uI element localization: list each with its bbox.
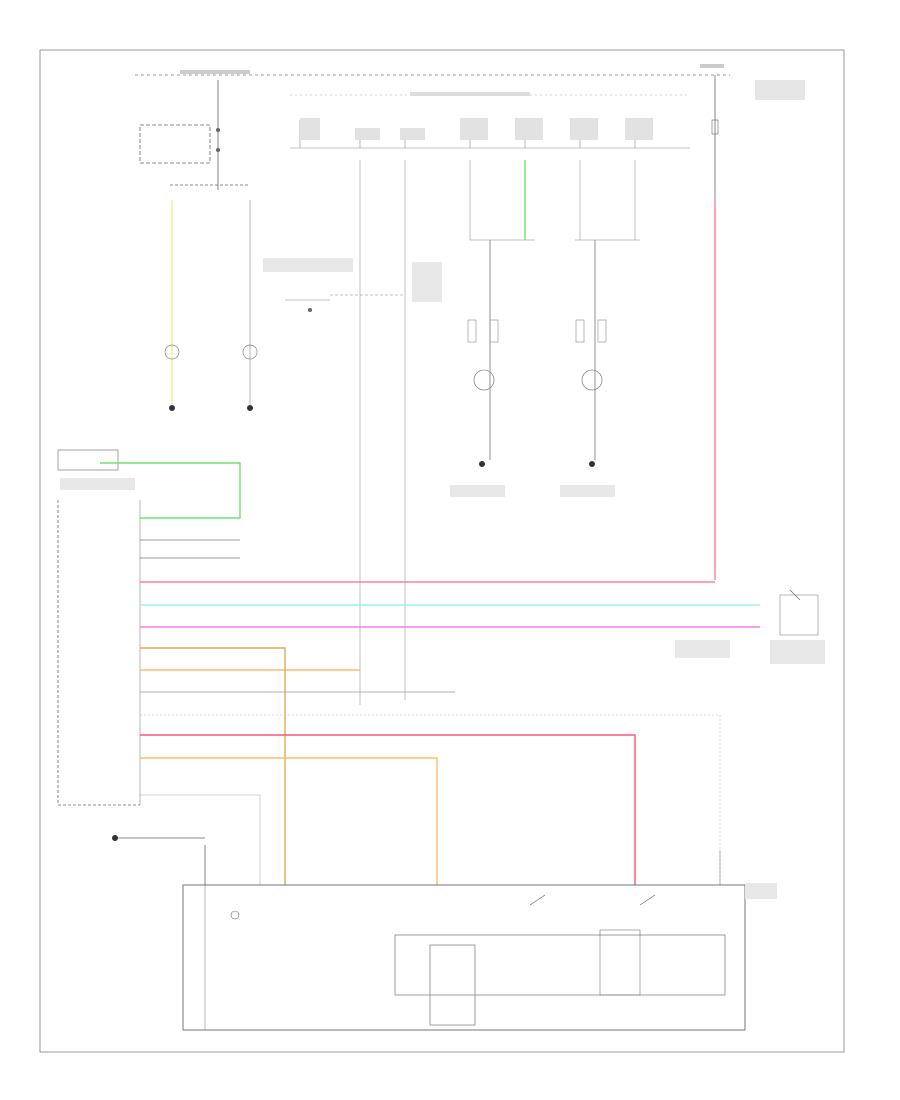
headlamp-connectors: [467, 319, 607, 391]
bottom-module: [182, 884, 746, 1031]
headlamp-switch-block: [139, 80, 250, 190]
module-connectors: [112, 835, 721, 885]
cluster-box: [57, 449, 141, 806]
fog-lamp-drops: [164, 200, 258, 405]
page-border: [39, 49, 845, 1053]
illegible-labels: [60, 64, 825, 899]
fuse-drops: [359, 160, 640, 705]
fog-switch: [285, 294, 405, 312]
right-fuse-column: [140, 75, 719, 583]
cluster-wires: [100, 462, 760, 885]
ground-symbols: [169, 405, 595, 467]
right-switch: [779, 589, 819, 636]
